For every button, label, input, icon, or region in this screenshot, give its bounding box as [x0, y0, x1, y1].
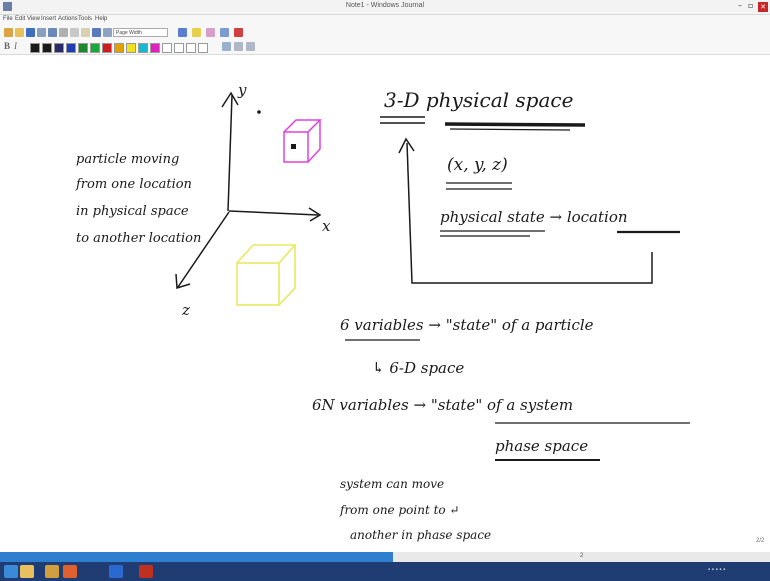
zoom-select[interactable]: Page Width: [113, 28, 168, 37]
menu-actions[interactable]: Actions: [58, 16, 78, 22]
pen-color-swatch[interactable]: [42, 43, 52, 53]
find-icon[interactable]: [48, 28, 57, 37]
heading-text: 3-D physical space: [384, 88, 573, 112]
minimize-button[interactable]: –: [738, 1, 742, 10]
pen-color-swatch[interactable]: [162, 43, 172, 53]
pen-color-swatch[interactable]: [138, 43, 148, 53]
left-note-line-4: to another location: [76, 231, 201, 246]
italic-button[interactable]: I: [14, 41, 17, 51]
axis-y-label: y: [237, 81, 247, 99]
y-axis-arrow: [221, 91, 239, 108]
left-note-line-1: particle moving: [76, 152, 179, 167]
z-axis-line: [177, 211, 230, 288]
phase-space-text: phase space: [495, 437, 588, 455]
coords-text: (x, y, z): [447, 155, 508, 175]
undo-icon[interactable]: [92, 28, 101, 37]
new-note-icon[interactable]: [4, 28, 13, 37]
pen-color-swatch[interactable]: [186, 43, 196, 53]
pen-color-swatch[interactable]: [78, 43, 88, 53]
bottom-note-line-3: another in phase space: [350, 528, 491, 542]
explorer-icon[interactable]: [20, 565, 34, 578]
menu-edit[interactable]: Edit: [15, 16, 26, 22]
x-axis-line: [228, 210, 319, 216]
scrollbar-thumb[interactable]: [0, 552, 393, 562]
cube-particle: [291, 144, 296, 149]
pen-color-swatch[interactable]: [102, 43, 112, 53]
axis-x-label: x: [322, 217, 331, 235]
menu-insert[interactable]: Insert: [41, 16, 57, 22]
six-n-variables-text: 6N variables → "state" of a system: [312, 396, 573, 414]
y-axis-line: [227, 94, 233, 212]
yellow-cube: [236, 244, 297, 306]
paste-icon[interactable]: [81, 28, 90, 37]
maximize-button[interactable]: ▫: [748, 1, 754, 10]
menu-bar: File Edit View Insert Actions Tools Help: [0, 15, 770, 26]
note-canvas[interactable]: y x z particle moving from one location …: [0, 55, 770, 552]
journal-task-icon[interactable]: [109, 565, 123, 578]
left-note-line-2: from one location: [75, 177, 192, 192]
lasso-icon[interactable]: [220, 28, 229, 37]
pdf-icon[interactable]: [139, 565, 153, 578]
pen-icon[interactable]: [178, 28, 187, 37]
browser-icon[interactable]: [63, 565, 77, 578]
print-icon[interactable]: [37, 28, 46, 37]
bold-button[interactable]: B: [4, 41, 11, 51]
pen-color-swatch[interactable]: [126, 43, 136, 53]
taskbar: ▪ ▪ ▪ ▪ ▪: [0, 562, 770, 581]
menu-tools[interactable]: Tools: [78, 16, 93, 22]
menu-file[interactable]: File: [3, 16, 13, 22]
x-axis-arrow: [308, 207, 322, 222]
flag-icon[interactable]: [234, 28, 243, 37]
title-bar: Note1 - Windows Journal – ▫ ✕: [0, 0, 770, 15]
left-note-line-3: in physical space: [76, 204, 189, 219]
close-button[interactable]: ✕: [758, 2, 768, 12]
pen-color-swatch[interactable]: [114, 43, 124, 53]
zoom-out-icon[interactable]: [246, 42, 255, 51]
pen-color-swatch[interactable]: [66, 43, 76, 53]
pen-color-swatch[interactable]: [54, 43, 64, 53]
start-icon[interactable]: [4, 565, 18, 578]
pen-color-swatch[interactable]: [90, 43, 100, 53]
select-icon[interactable]: [222, 42, 231, 51]
pen-color-swatch[interactable]: [150, 43, 160, 53]
connector-arrow: [398, 137, 415, 154]
save-icon[interactable]: [26, 28, 35, 37]
six-d-space-text: ↳ 6-D space: [372, 359, 464, 377]
z-axis-arrow: [175, 273, 191, 289]
pen-toolbar: B I: [0, 40, 770, 55]
axis-z-label: z: [181, 301, 190, 319]
state-line-text: physical state → location: [440, 208, 628, 226]
eraser-icon[interactable]: [206, 28, 215, 37]
open-folder-icon[interactable]: [15, 28, 24, 37]
pen-color-swatch[interactable]: [198, 43, 208, 53]
magenta-cube: [283, 119, 322, 163]
scroll-marker: 2: [580, 553, 584, 559]
pen-color-swatch[interactable]: [30, 43, 40, 53]
ink-layer: y x z particle moving from one location …: [75, 81, 690, 542]
zoom-in-icon[interactable]: [234, 42, 243, 51]
media-icon[interactable]: [45, 565, 59, 578]
window-title: Note1 - Windows Journal: [345, 2, 425, 9]
copy-icon[interactable]: [70, 28, 79, 37]
journal-app-icon: [3, 2, 12, 11]
bottom-note-line-2: from one point to ↵: [339, 503, 460, 517]
connector-line: [406, 142, 653, 284]
particle-dot: [257, 110, 261, 114]
redo-icon[interactable]: [103, 28, 112, 37]
standard-toolbar: Page Width: [0, 26, 770, 40]
menu-help[interactable]: Help: [95, 16, 108, 22]
bottom-note-line-1: system can move: [340, 477, 444, 491]
pen-color-swatch[interactable]: [174, 43, 184, 53]
system-tray: ▪ ▪ ▪ ▪ ▪: [708, 567, 726, 573]
cut-icon[interactable]: [59, 28, 68, 37]
highlighter-icon[interactable]: [192, 28, 201, 37]
page-indicator: 2/2: [756, 538, 765, 544]
menu-view[interactable]: View: [27, 16, 40, 22]
horizontal-scrollbar[interactable]: 2: [0, 552, 770, 562]
six-variables-text: 6 variables → "state" of a particle: [340, 316, 594, 334]
